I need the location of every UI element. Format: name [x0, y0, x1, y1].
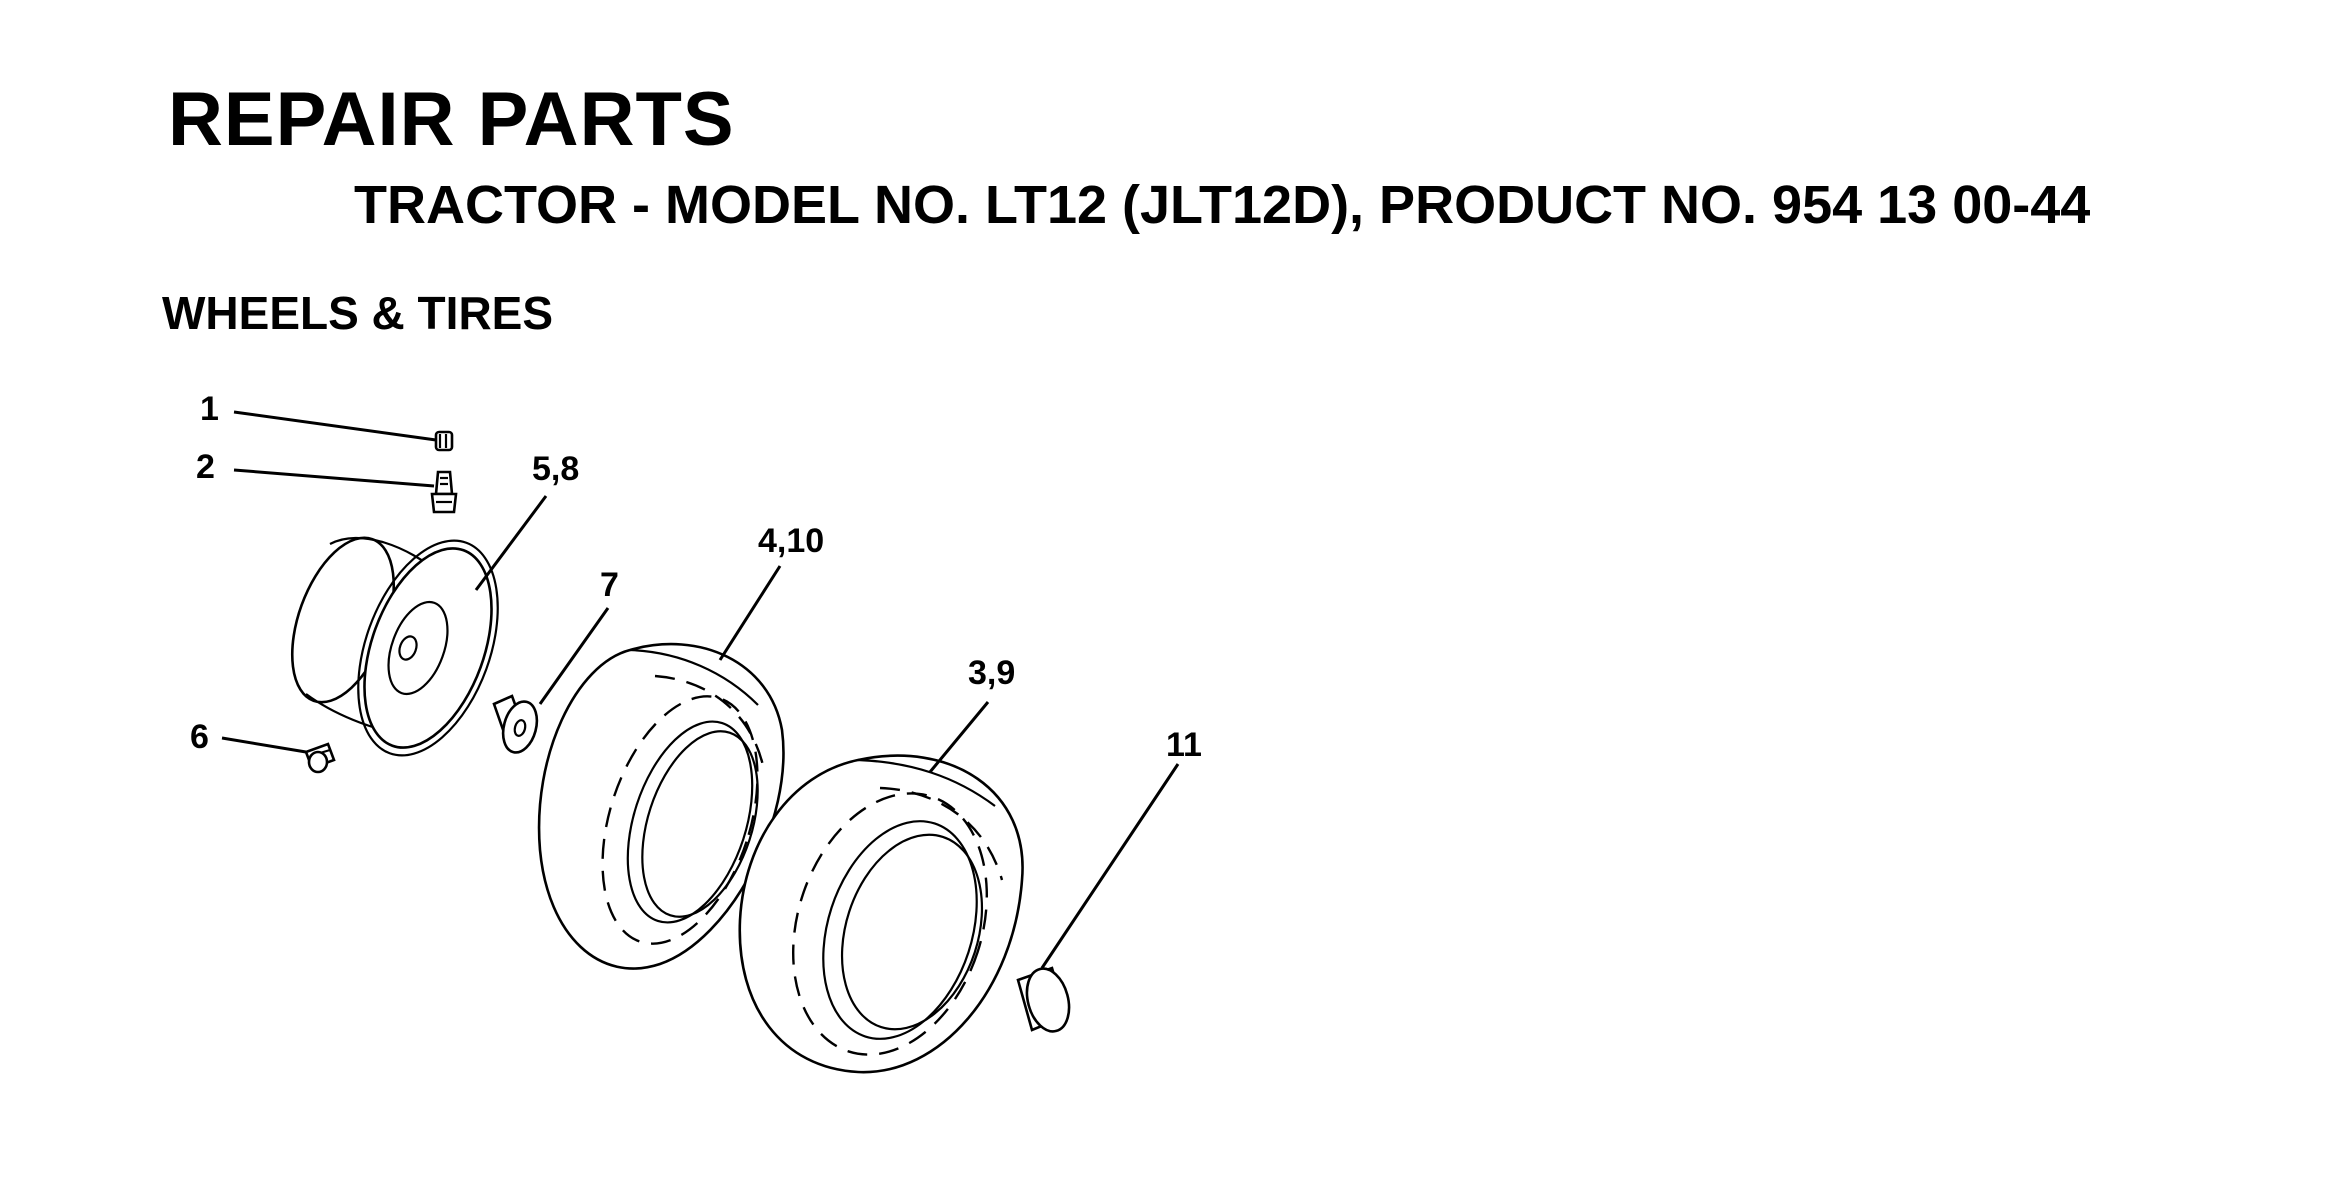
callout-4-10: 4,10	[758, 522, 824, 560]
page-title: REPAIR PARTS	[168, 77, 735, 162]
leader-line-410	[718, 565, 782, 661]
leader-line-7	[538, 607, 610, 705]
leader-line-39	[928, 701, 990, 773]
bushing-part	[492, 694, 539, 754]
callout-5-8: 5,8	[532, 450, 579, 488]
leader-line-6	[221, 736, 307, 754]
leader-line-2	[233, 468, 435, 488]
leader-line-58	[474, 495, 548, 591]
leader-line-1	[233, 410, 437, 442]
callout-11: 11	[1166, 726, 1202, 764]
valve-stem-part	[430, 470, 458, 514]
section-heading: WHEELS & TIRES	[162, 287, 554, 339]
screw-part	[304, 742, 336, 774]
valve-cap-part	[434, 430, 454, 452]
callout-1: 1	[200, 390, 219, 428]
leader-line-11	[1040, 763, 1180, 969]
callout-6: 6	[190, 718, 209, 756]
callout-7: 7	[600, 566, 619, 604]
front-tire-part	[537, 642, 785, 970]
model-subtitle: TRACTOR - MODEL NO. LT12 (JLT12D), PRODU…	[354, 175, 2091, 235]
callout-2: 2	[196, 448, 215, 486]
callout-3-9: 3,9	[968, 654, 1015, 692]
wheel-rim-part	[290, 536, 499, 757]
hub-cap-part	[1016, 966, 1071, 1033]
rear-tire-part	[738, 754, 1024, 1074]
